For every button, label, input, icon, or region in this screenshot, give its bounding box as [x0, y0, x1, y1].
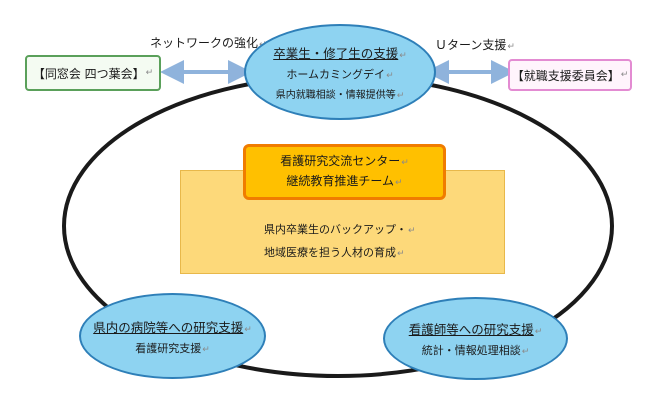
return-mark: ↵ [396, 91, 405, 101]
research-center-box: 看護研究交流センター↵ 継続教育推進チーム↵ [243, 144, 446, 200]
nurse-research-support-bubble: 看護師等への研究支援↵ 統計・情報処理相談↵ [383, 297, 568, 380]
center-body-line-1: 県内卒業生のバックアップ・↵ [264, 223, 416, 236]
return-mark: ↵ [397, 249, 405, 259]
continuing-education-title: 継続教育推進チーム [286, 174, 395, 188]
graduate-support-bubble: 卒業生・修了生の支援↵ ホームカミングデイ↵ 県内就職相談・情報提供等↵ [244, 24, 436, 120]
return-mark: ↵ [507, 42, 515, 52]
employment-committee-box: 【就職支援委員会】↵ [508, 59, 632, 91]
job-consulting-text: 県内就職相談・情報提供等 [275, 90, 396, 101]
graduate-support-title: 卒業生・修了生の支援 [273, 46, 399, 61]
hospital-research-support-bubble: 県内の病院等への研究支援↵ 看護研究支援↵ [79, 293, 266, 379]
return-mark: ↵ [145, 68, 154, 78]
return-mark: ↵ [399, 51, 407, 61]
homecoming-day-text: ホームカミングデイ [286, 68, 386, 81]
alumni-association-box: 【同窓会 四つ葉会】↵ [25, 55, 161, 91]
return-mark: ↵ [244, 324, 252, 335]
statistics-consulting-text: 統計・情報処理相談 [421, 344, 521, 357]
network-label: ネットワークの強化↵ [150, 34, 267, 51]
nurse-research-support-title: 看護師等への研究支援 [408, 322, 534, 337]
u-turn-label: Ｕターン支援↵ [435, 38, 515, 52]
return-mark: ↵ [386, 71, 394, 81]
return-mark: ↵ [620, 70, 629, 80]
return-mark: ↵ [395, 178, 403, 188]
return-mark: ↵ [534, 327, 543, 337]
return-mark: ↵ [202, 344, 210, 355]
research-center-title: 看護研究交流センター [280, 154, 401, 168]
center-body-line-2: 地域医療を担う人材の育成↵ [264, 246, 405, 259]
hospital-research-support-title: 県内の病院等への研究支援 [93, 319, 244, 335]
return-mark: ↵ [521, 347, 530, 357]
nursing-research-support-text: 看護研究支援 [135, 341, 202, 355]
return-mark: ↵ [401, 158, 409, 168]
return-mark: ↵ [408, 226, 416, 236]
